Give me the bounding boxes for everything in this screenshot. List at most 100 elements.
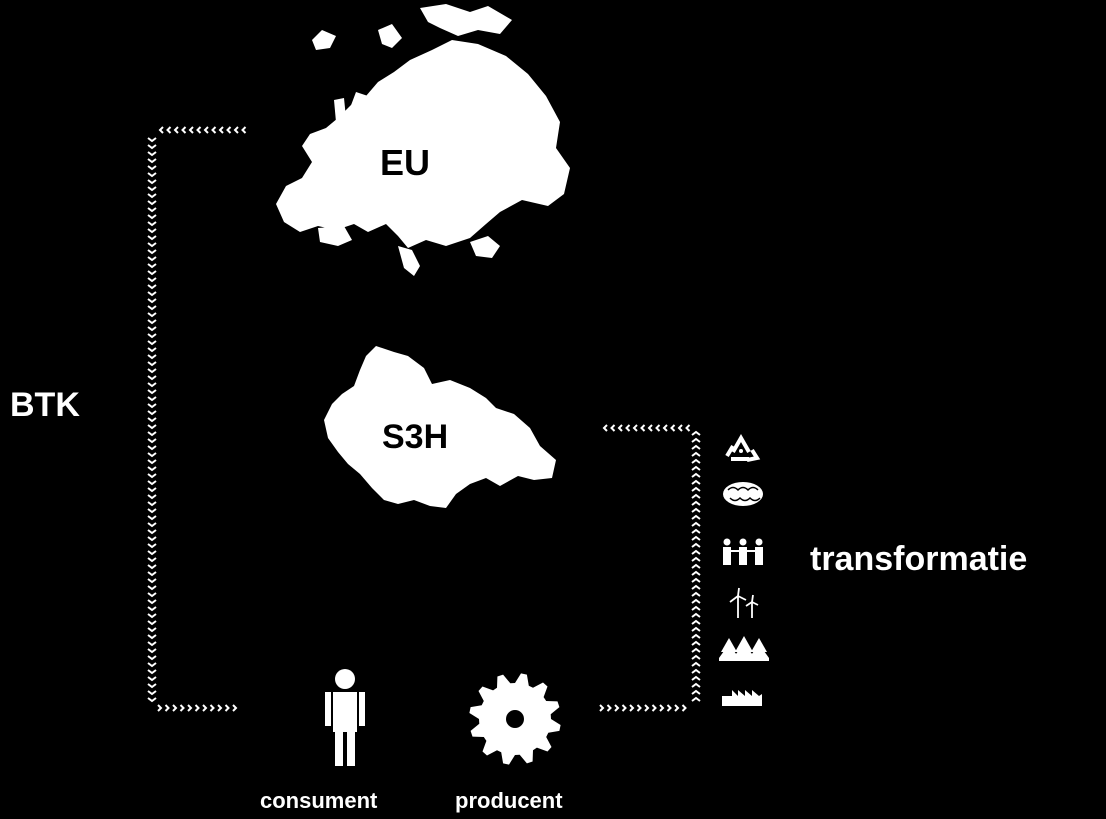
flow-chevron — [147, 557, 157, 563]
flow-chevron — [691, 570, 701, 576]
brain-icon — [723, 482, 763, 506]
flow-chevron — [691, 535, 701, 541]
btk-label: BTK — [10, 386, 80, 424]
flow-chevron — [147, 270, 157, 276]
flow-chevron — [659, 704, 665, 712]
flow-chevron — [691, 661, 701, 667]
flow-chevron — [677, 424, 683, 432]
flow-chevron — [147, 473, 157, 479]
flow-chevron — [147, 641, 157, 647]
flow-chevron — [147, 578, 157, 584]
flow-chevron — [647, 424, 653, 432]
flow-chevron — [674, 704, 680, 712]
flow-chevron — [691, 486, 701, 492]
flow-chevron — [147, 417, 157, 423]
flow-chevron — [147, 445, 157, 451]
flow-chevron — [209, 704, 215, 712]
flow-chevron — [691, 598, 701, 604]
flow-chevron — [241, 126, 247, 134]
s3h-label: S3H — [382, 418, 449, 456]
flow-chevron — [147, 221, 157, 227]
flow-chevron — [691, 507, 701, 513]
flow-chevron — [147, 480, 157, 486]
flow-chevron — [651, 704, 657, 712]
flow-chevron — [691, 584, 701, 590]
flow-chevron — [147, 179, 157, 185]
flow-chevron — [621, 704, 627, 712]
flow-chevron — [179, 704, 185, 712]
flow-chevron — [691, 479, 701, 485]
flow-chevron — [203, 126, 209, 134]
flow-chevron — [147, 627, 157, 633]
flow-chevron — [147, 543, 157, 549]
flow-chevron — [147, 214, 157, 220]
flow-chevron — [218, 126, 224, 134]
flow-chevron — [147, 564, 157, 570]
flow-chevron — [147, 655, 157, 661]
flow-chevron — [147, 613, 157, 619]
flow-chevron — [226, 126, 232, 134]
flow-chevron — [173, 126, 179, 134]
flow-chevron — [147, 452, 157, 458]
flow-chevron — [194, 704, 200, 712]
flow-chevron — [147, 312, 157, 318]
flow-chevron — [691, 556, 701, 562]
flow-chevron — [691, 591, 701, 597]
flow-chevron — [691, 542, 701, 548]
flow-chevron — [147, 690, 157, 696]
flow-chevron — [602, 424, 608, 432]
forest-icon — [719, 636, 769, 661]
wind-turbine-icon — [729, 587, 759, 618]
flow-chevron — [147, 256, 157, 262]
flow-chevron — [147, 165, 157, 171]
flow-chevron — [147, 424, 157, 430]
flow-chevron — [147, 550, 157, 556]
flow-chevron — [147, 137, 157, 143]
flow-chevron — [147, 186, 157, 192]
flow-chevron — [147, 375, 157, 381]
flow-chevron — [147, 200, 157, 206]
flow-chevron — [147, 298, 157, 304]
flow-chevron — [691, 472, 701, 478]
flow-chevron — [670, 424, 676, 432]
flow-chevron — [691, 465, 701, 471]
flow-chevron — [685, 424, 691, 432]
eu-label: EU — [380, 142, 431, 183]
flow-chevron — [147, 340, 157, 346]
flow-chevron — [681, 704, 687, 712]
flow-chevron — [164, 704, 170, 712]
flow-chevron — [147, 368, 157, 374]
flow-chevron — [147, 466, 157, 472]
flow-chevron — [691, 612, 701, 618]
flow-chevron — [147, 683, 157, 689]
flow-chevron — [147, 354, 157, 360]
person-icon — [325, 669, 365, 766]
producent-label: producent — [455, 788, 563, 813]
flow-chevron — [147, 389, 157, 395]
flow-chevron — [147, 207, 157, 213]
flow-chevron — [606, 704, 612, 712]
flow-chevron — [147, 151, 157, 157]
flow-chevron — [691, 640, 701, 646]
flow-chevron — [691, 668, 701, 674]
flow-chevron — [217, 704, 223, 712]
flow-chevron — [610, 424, 616, 432]
flow-chevron — [691, 437, 701, 443]
flow-chevron — [625, 424, 631, 432]
flow-chevron — [172, 704, 178, 712]
flow-chevron — [188, 126, 194, 134]
flow-chevron — [147, 277, 157, 283]
flow-chevron — [691, 451, 701, 457]
flow-chevron — [655, 424, 661, 432]
flow-chevron — [691, 605, 701, 611]
flow-chevron — [147, 319, 157, 325]
flow-chevron — [629, 704, 635, 712]
transformatie-label: transformatie — [810, 540, 1028, 578]
people-icon — [723, 538, 763, 565]
flow-chevron — [147, 676, 157, 682]
flow-chevron — [147, 326, 157, 332]
flow-chevron — [147, 620, 157, 626]
flow-chevron — [147, 193, 157, 199]
flow-chevron — [147, 431, 157, 437]
